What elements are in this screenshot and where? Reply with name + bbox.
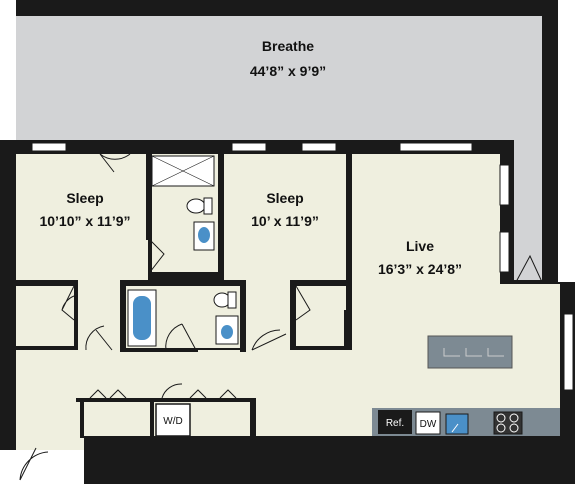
interior-walls bbox=[10, 150, 352, 438]
refrigerator bbox=[378, 410, 412, 434]
sleep-1-name: Sleep bbox=[66, 190, 103, 206]
sleep-room-2 bbox=[224, 154, 346, 280]
sink-icon bbox=[198, 227, 210, 243]
sleep-2-name: Sleep bbox=[266, 190, 303, 206]
live-name: Live bbox=[406, 238, 434, 254]
dishwasher bbox=[415, 411, 441, 435]
toilet-icon bbox=[186, 198, 206, 214]
dishwasher-label: DW bbox=[420, 419, 437, 430]
breathe-dims: 44’8” x 9’9” bbox=[250, 63, 326, 79]
sink-icon bbox=[221, 325, 233, 339]
windows bbox=[31, 142, 574, 391]
closet-2 bbox=[296, 286, 344, 346]
kitchen-counter bbox=[372, 408, 560, 436]
closet-1 bbox=[16, 286, 74, 346]
breathe-name: Breathe bbox=[262, 38, 314, 54]
bath-1-fixtures bbox=[151, 155, 215, 251]
sleep-1-dims: 10’10” x 11’9” bbox=[39, 213, 130, 229]
live-room bbox=[352, 154, 500, 284]
kitchen-sink-icon bbox=[445, 413, 469, 435]
washer-dryer-label: W/D bbox=[163, 416, 182, 427]
sleep-room-1 bbox=[16, 154, 148, 280]
doors bbox=[19, 153, 543, 481]
sleep-2-dims: 10’ x 11’9” bbox=[251, 213, 319, 229]
kitchen-island bbox=[427, 335, 513, 369]
washer-dryer bbox=[155, 403, 191, 437]
cooktop-icon bbox=[493, 411, 523, 435]
bath-2-fixtures bbox=[127, 289, 239, 347]
live-dims: 16’3” x 24’8” bbox=[378, 261, 462, 277]
refrigerator-label: Ref. bbox=[386, 418, 404, 429]
bathtub-icon bbox=[133, 296, 151, 340]
